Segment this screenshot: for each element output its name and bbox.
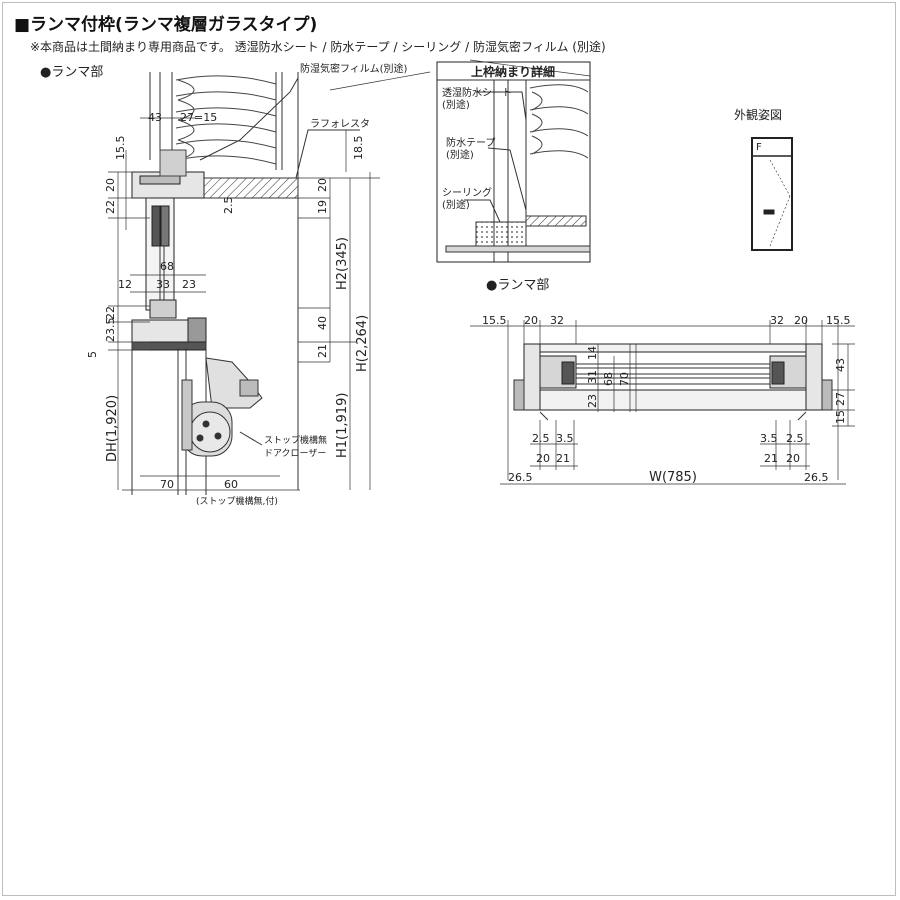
left-section: ●ランマ部 <box>40 65 380 495</box>
detail-title: 上枠納まり詳細 <box>471 64 555 79</box>
dim-r-21-a: 21 <box>556 452 570 465</box>
dim-5: 5 <box>86 351 99 358</box>
dim-27-15: 27=15 <box>180 111 217 124</box>
dim-40: 40 <box>316 316 329 330</box>
page-title: ■ランマ付枠(ランマ複層ガラスタイプ) <box>14 15 318 35</box>
detail-sheet: 透湿防水シート <box>442 86 512 99</box>
left-section-text: 防湿気密フィルム(別途) ラフォレスタ ストップ機構無 ドアクローザー (ストッ… <box>86 62 408 507</box>
detail-box <box>329 59 591 263</box>
dim-21: 21 <box>316 344 329 358</box>
dim-h1: H1(1,919) <box>335 393 350 458</box>
left-section-heading: ●ランマ部 <box>40 65 103 80</box>
detail-box-text: 上枠納まり詳細 透湿防水シート (別途) 防水テープ (別途) シーリング (別… <box>442 64 555 211</box>
appearance-mark: F <box>756 142 762 153</box>
dim-r-15: 15 <box>834 410 847 424</box>
dim-r-2-5-b: 2.5 <box>786 432 804 445</box>
dim-h2: H2(345) <box>335 237 350 290</box>
dim-23-5: 23.5 <box>104 318 117 343</box>
dim-18-5: 18.5 <box>352 136 365 161</box>
dim-r-20-b: 20 <box>786 452 800 465</box>
dim-r-20-a: 20 <box>536 452 550 465</box>
label-lath: ラフォレスタ <box>310 118 370 130</box>
right-section-heading: ●ランマ部 <box>486 278 549 293</box>
detail-sheet-sub: (別途) <box>442 98 470 111</box>
dim-r-14: 14 <box>586 346 599 360</box>
dim-20-b: 20 <box>316 178 329 192</box>
dim-r-27: 27 <box>834 392 847 406</box>
dim-r-68: 68 <box>602 372 615 386</box>
dim-r-3-5-b: 3.5 <box>760 432 778 445</box>
appearance-figure: 外観姿図 F <box>734 108 793 251</box>
dim-r-2-5-a: 2.5 <box>532 432 550 445</box>
dim-h: H(2,264) <box>355 315 370 372</box>
dim-12: 12 <box>118 278 132 291</box>
dim-r-70: 70 <box>618 372 631 386</box>
dim-dh: DH(1,920) <box>105 395 120 462</box>
dim-r-31: 31 <box>586 370 599 384</box>
dim-43: 43 <box>148 111 162 124</box>
dim-22-a: 22 <box>104 200 117 214</box>
label-closer: ドアクローザー <box>264 448 326 459</box>
dim-23: 23 <box>182 278 196 291</box>
right-section-text: 15.5 20 32 32 20 15.5 14 31 68 70 23 43 … <box>482 314 851 485</box>
label-stop-bottom: (ストップ機構無,付) <box>196 495 278 507</box>
appearance-label: 外観姿図 <box>734 108 782 122</box>
dim-68: 68 <box>160 260 174 273</box>
dim-r-26-5-a: 26.5 <box>508 471 533 484</box>
dim-r-23: 23 <box>586 394 599 408</box>
dim-r-top-15-5-b: 15.5 <box>826 314 851 327</box>
dim-2-5: 2.5 <box>222 197 235 215</box>
detail-seal: シーリング <box>442 186 492 199</box>
dim-r-26-5-b: 26.5 <box>804 471 829 484</box>
dim-60: 60 <box>224 478 238 491</box>
dim-33: 33 <box>156 278 170 291</box>
dim-r-top-20-b: 20 <box>794 314 808 327</box>
page-note: ※本商品は土間納まり専用商品です。 透湿防水シート / 防水テープ / シーリン… <box>30 40 606 54</box>
detail-tape-sub: (別途) <box>446 148 474 161</box>
label-stop: ストップ機構無 <box>264 434 327 446</box>
dim-r-21-b: 21 <box>764 452 778 465</box>
dim-22-b: 22 <box>104 306 117 320</box>
dim-r-43: 43 <box>834 358 847 372</box>
detail-seal-sub: (別途) <box>442 198 470 211</box>
dim-r-top-15-5-a: 15.5 <box>482 314 507 327</box>
right-section: ●ランマ部 <box>470 278 855 485</box>
dim-r-top-20-a: 20 <box>524 314 538 327</box>
dim-15-5: 15.5 <box>114 136 127 161</box>
dim-r-top-32-a: 32 <box>550 314 564 327</box>
detail-tape: 防水テープ <box>446 136 495 149</box>
dim-19: 19 <box>316 200 329 214</box>
dim-20-a: 20 <box>104 178 117 192</box>
dim-70: 70 <box>160 478 174 491</box>
dim-r-3-5-a: 3.5 <box>556 432 574 445</box>
dim-r-w: W(785) <box>649 470 697 485</box>
dim-r-top-32-b: 32 <box>770 314 784 327</box>
label-film: 防湿気密フィルム(別途) <box>300 62 408 75</box>
